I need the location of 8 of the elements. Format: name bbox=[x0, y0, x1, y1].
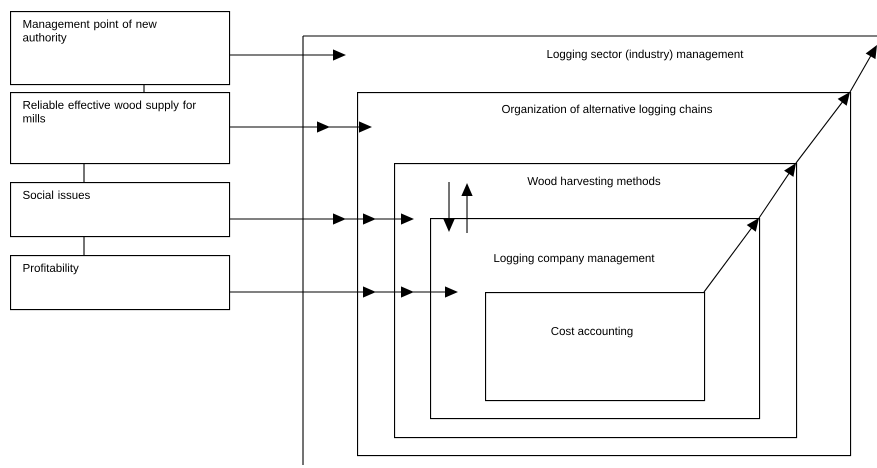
connector-line bbox=[143, 84, 145, 92]
factor-box: Management point of new authority bbox=[10, 11, 230, 86]
level-box: Cost accounting bbox=[485, 292, 706, 402]
connector-line bbox=[83, 236, 85, 255]
factor-box: Social issues bbox=[10, 182, 230, 238]
factor-box: Profitability bbox=[10, 255, 230, 310]
connector-line bbox=[83, 163, 85, 182]
factor-box: Reliable effective wood supply for mills bbox=[10, 92, 230, 164]
